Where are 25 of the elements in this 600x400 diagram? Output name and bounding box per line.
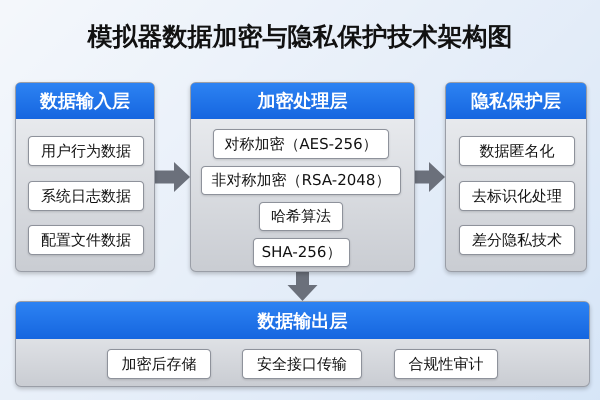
layer-header: 数据输入层	[16, 83, 154, 119]
module-box: 差分隐私技术	[459, 225, 575, 255]
diagram-title: 模拟器数据加密与隐私保护技术架构图	[88, 21, 512, 53]
layer-panel	[190, 82, 415, 272]
layer-panel	[15, 301, 590, 387]
module-box: 哈希算法	[259, 202, 343, 231]
module-box: 用户行为数据	[28, 136, 144, 166]
arrow	[155, 162, 190, 192]
layer-header: 隐私保护层	[446, 83, 586, 119]
layer-header: 加密处理层	[191, 83, 414, 119]
module-box: 安全接口传输	[242, 349, 362, 379]
module-box: 去标识化处理	[459, 181, 575, 211]
layer-panel	[445, 82, 587, 272]
arrow	[288, 272, 318, 301]
module-box: 对称加密（AES-256）	[213, 129, 389, 159]
module-box: 数据匿名化	[459, 136, 575, 166]
module-box: 合规性审计	[394, 349, 498, 379]
module-box: 加密后存储	[107, 349, 211, 379]
layer-header: 数据输出层	[16, 302, 589, 339]
layer-panel	[15, 82, 155, 272]
module-box: 配置文件数据	[28, 225, 144, 255]
module-box: 系统日志数据	[28, 181, 144, 211]
module-box: 非对称加密（RSA-2048）	[201, 166, 401, 195]
arrow	[415, 162, 445, 192]
module-box: SHA-256）	[253, 238, 350, 267]
